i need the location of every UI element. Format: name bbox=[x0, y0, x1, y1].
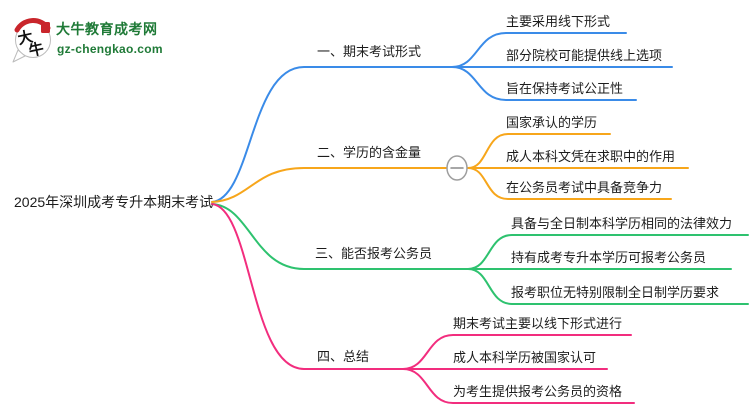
branch-3-subtopic-1[interactable]: 具备与全日制本科学历相同的法律效力 bbox=[511, 216, 733, 231]
branch-2-line bbox=[211, 167, 447, 203]
branch-2-subtopic-2[interactable]: 成人本科文凭在求职中的作用 bbox=[506, 149, 676, 164]
branch-2-child-line-3 bbox=[467, 167, 672, 200]
branch-3-subtopic-3[interactable]: 报考职位无特别限制全日制学历要求 bbox=[511, 285, 720, 300]
branch-1-subtopic-2[interactable]: 部分院校可能提供线上选项 bbox=[506, 48, 663, 63]
logo-title: 大牛教育成考网 bbox=[56, 21, 158, 37]
branch-1-topic[interactable]: 一、期末考试形式 bbox=[317, 44, 422, 59]
svg-text:大: 大 bbox=[16, 27, 34, 48]
branch-3-child-line-3 bbox=[467, 268, 749, 305]
branch-2-child-line-1 bbox=[467, 133, 611, 169]
branch-1-child-line-1 bbox=[451, 32, 627, 68]
branch-3-child-line-1 bbox=[467, 234, 749, 270]
svg-text:牛: 牛 bbox=[27, 39, 45, 60]
collapse-button[interactable] bbox=[446, 155, 468, 181]
branch-2-topic[interactable]: 二、学历的含金量 bbox=[317, 145, 422, 160]
branch-4-topic[interactable]: 四、总结 bbox=[317, 349, 370, 364]
daniu-seal-icon: 大 牛 bbox=[12, 18, 51, 63]
branch-4-subtopic-2[interactable]: 成人本科学历被国家认可 bbox=[453, 350, 597, 365]
branch-4-subtopic-3[interactable]: 为考生提供报考公务员的资格 bbox=[453, 384, 623, 399]
branch-3-line bbox=[211, 203, 469, 270]
branch-2-subtopic-3[interactable]: 在公务员考试中具备竞争力 bbox=[506, 180, 663, 195]
branch-4-child-line-1 bbox=[402, 334, 632, 370]
branch-2-subtopic-1[interactable]: 国家承认的学历 bbox=[506, 115, 598, 130]
branch-3-subtopic-2[interactable]: 持有成考专升本学历可报考公务员 bbox=[511, 250, 707, 265]
logo-subtitle: gz-chengkao.com bbox=[57, 42, 163, 56]
branch-3-topic[interactable]: 三、能否报考公务员 bbox=[315, 246, 433, 261]
branch-4-line bbox=[211, 203, 404, 370]
site-logo[interactable]: 大 牛 大牛教育成考网 gz-chengkao.com bbox=[10, 13, 240, 65]
branch-1-subtopic-1[interactable]: 主要采用线下形式 bbox=[506, 14, 611, 29]
branch-4-subtopic-1[interactable]: 期末考试主要以线下形式进行 bbox=[453, 316, 623, 331]
branch-1-child-line-3 bbox=[451, 66, 637, 101]
root-topic[interactable]: 2025年深圳成考专升本期末考试 bbox=[14, 194, 214, 210]
branch-1-subtopic-3[interactable]: 旨在保持考试公正性 bbox=[506, 81, 624, 96]
branch-4-child-line-3 bbox=[402, 368, 635, 404]
branch-1-line bbox=[211, 66, 453, 203]
